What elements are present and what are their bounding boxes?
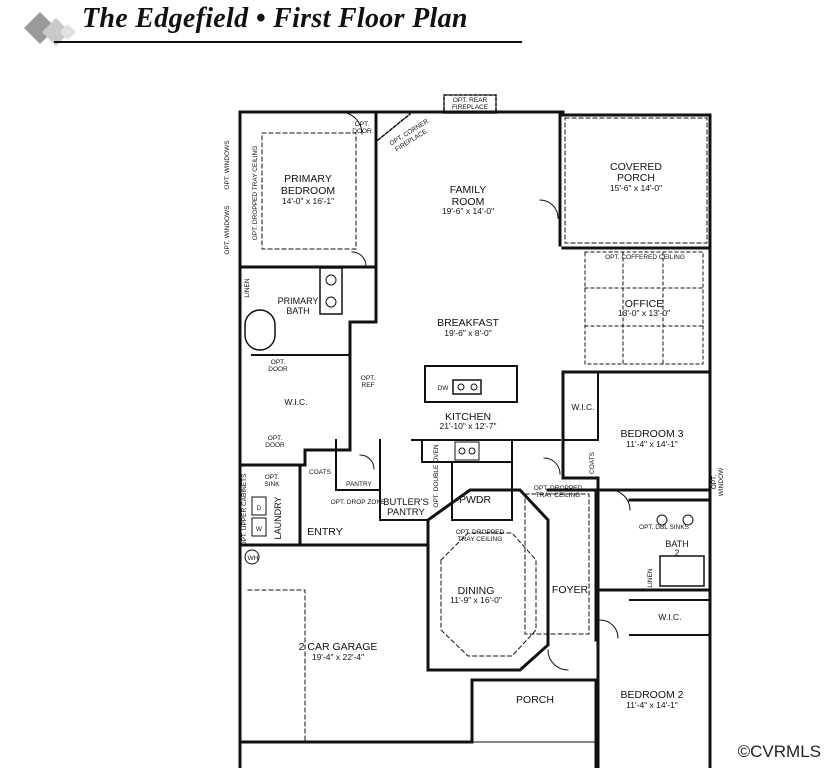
pantry-label: PANTRY	[346, 481, 372, 488]
primary-wic-label: W.I.C.	[284, 397, 307, 407]
opt-dbl-sinks: OPT. DBL SINKS	[639, 524, 690, 531]
opt-double-oven: OPT. DOUBLE OVEN	[433, 444, 440, 508]
coats-bed3: COATS	[589, 451, 596, 474]
primary-bath-walls	[238, 265, 378, 467]
bath2-label-line2: 2	[674, 548, 679, 558]
opt-ref-line1: OPT.	[361, 375, 376, 382]
bed3-wic-label: W.I.C.	[571, 402, 594, 412]
laundry-walls	[238, 463, 302, 547]
office-walls	[561, 246, 712, 374]
opt-sink-line2: SINK	[264, 481, 280, 488]
butlers-pantry-label-line2: PANTRY	[387, 507, 425, 518]
bath2-walls	[596, 488, 712, 768]
washer-label: W	[256, 526, 263, 533]
coats-entry: COATS	[309, 469, 332, 476]
kitchen-counter	[411, 439, 561, 463]
foyer-walls	[546, 488, 598, 642]
opt-windows-lower: OPT. WINDOWS	[224, 205, 231, 255]
foyer-tray-ceiling	[524, 493, 590, 635]
entry-label: ENTRY	[307, 526, 342, 538]
primary-bedroom-label-line2: BEDROOM	[281, 185, 335, 197]
linen-primary: LINEN	[244, 278, 251, 297]
bedroom3-walls	[561, 370, 712, 492]
foyer-tray-line2: TRAY CEILING	[536, 492, 581, 499]
opt-dropped-tray-primary: OPT. DROPPED TRAY CEILING	[252, 146, 259, 241]
covered-porch-label-line2: PORCH	[617, 172, 655, 184]
opt-windows-upper: OPT. WINDOWS	[224, 140, 231, 190]
dining-tray-ceiling	[440, 532, 537, 657]
bedroom3-dims: 11'-4" x 14'-1"	[626, 439, 678, 449]
dryer-label: D	[257, 505, 262, 512]
water-heater	[244, 549, 260, 565]
garage-label: 2 CAR GARAGE	[299, 641, 378, 653]
rear-fireplace	[443, 94, 497, 114]
butlers-pantry-walls	[379, 439, 429, 521]
primary-bath-label-line2: BATH	[286, 306, 309, 316]
plan-header: The Edgefield • First Floor Plan	[0, 0, 827, 52]
diamond-logo-icon	[24, 12, 76, 46]
rear-fireplace-note-line2: FIREPLACE	[452, 104, 489, 111]
kitchen-dims: 21'-10" x 12'-7"	[439, 421, 496, 431]
breakfast-label: BREAKFAST	[437, 317, 499, 329]
opt-coffered-ceiling: OPT. COFFERED CEILING	[605, 254, 685, 261]
garage-dims: 19'-4" x 22'-4"	[312, 652, 364, 662]
coffered-ceiling	[584, 251, 704, 365]
bedroom2-dims: 11'-4" x 14'-1"	[626, 700, 678, 710]
water-heater-label: WH	[248, 555, 259, 562]
opt-ref-line2: REF	[362, 382, 375, 389]
opt-door-wic-line2: DOOR	[265, 442, 285, 449]
bath2-label-line1: BATH	[665, 539, 688, 549]
breakfast-dims: 19'-6" x 8'-0"	[444, 328, 492, 338]
bed2-wic-label: W.I.C.	[658, 612, 681, 622]
family-room-dims: 19'-6" x 14'-0"	[442, 206, 494, 216]
laundry-label: LAUNDRY	[273, 497, 283, 540]
opt-window-line2: WINDOW	[718, 467, 725, 496]
rear-fireplace-note-line1: OPT. REAR	[453, 97, 488, 104]
kitchen-island	[424, 365, 518, 403]
family-room-label-line2: ROOM	[452, 196, 485, 208]
dining-walls	[426, 488, 550, 672]
foyer-label: FOYER	[552, 584, 589, 596]
porch-outline	[471, 679, 597, 743]
office-dims: 13'-0" x 13'-0"	[618, 308, 670, 318]
page-title: The Edgefield • First Floor Plan	[82, 3, 468, 34]
garage-inner-line	[247, 589, 306, 743]
title-underline	[54, 41, 522, 43]
covered-porch-label-line1: COVERED	[610, 161, 662, 173]
family-room-label-line1: FAMILY	[450, 184, 487, 196]
opt-window-line1: OPT.	[711, 475, 718, 490]
butlers-pantry-label-line1: BUTLER'S	[383, 497, 429, 508]
opt-upper-cabinets: OPT. UPPER CABINETS	[241, 473, 248, 547]
dw-label: DW	[438, 385, 450, 392]
office-label: OFFICE	[625, 298, 664, 310]
top-door-note-line1: OPT.	[355, 121, 370, 128]
bed2-wic-walls	[629, 599, 711, 636]
opt-drop-zone: OPT. DROP ZONE	[331, 499, 386, 506]
bedroom2-label: BEDROOM 2	[620, 689, 683, 701]
linen-bath2: LINEN	[647, 568, 654, 587]
foyer-tray-line1: OPT. DROPPED	[534, 485, 583, 492]
opt-sink-line1: OPT.	[265, 474, 280, 481]
kitchen-label: KITCHEN	[445, 411, 491, 423]
dining-tray-line1: OPT. DROPPED	[456, 529, 505, 536]
covered-porch-outline	[564, 117, 708, 244]
pwdr-label: PWDR	[459, 494, 491, 506]
dining-label: DINING	[458, 585, 495, 597]
top-door-note-line2: DOOR	[352, 128, 372, 135]
copyright-watermark: ©CVRMLS	[737, 742, 821, 761]
covered-porch-dims: 15'-6" x 14'-0"	[610, 183, 662, 193]
corner-fireplace	[376, 112, 412, 142]
opt-door-bath-line2: DOOR	[268, 366, 288, 373]
opt-door-bath-line1: OPT.	[271, 359, 286, 366]
bed3-wic-walls	[562, 371, 599, 441]
primary-bedroom-dims: 14'-0" x 16'-1"	[282, 196, 334, 206]
primary-bedroom-label-line1: PRIMARY	[284, 173, 332, 185]
dining-tray-line2: TRAY CEILING	[458, 536, 503, 543]
primary-bath-label-line1: PRIMARY	[278, 296, 319, 306]
porch-label: PORCH	[516, 694, 554, 706]
bedroom3-label: BEDROOM 3	[620, 428, 683, 440]
opt-door-wic-line1: OPT.	[268, 435, 283, 442]
dining-dims: 11'-9" x 16'-0"	[450, 595, 502, 605]
